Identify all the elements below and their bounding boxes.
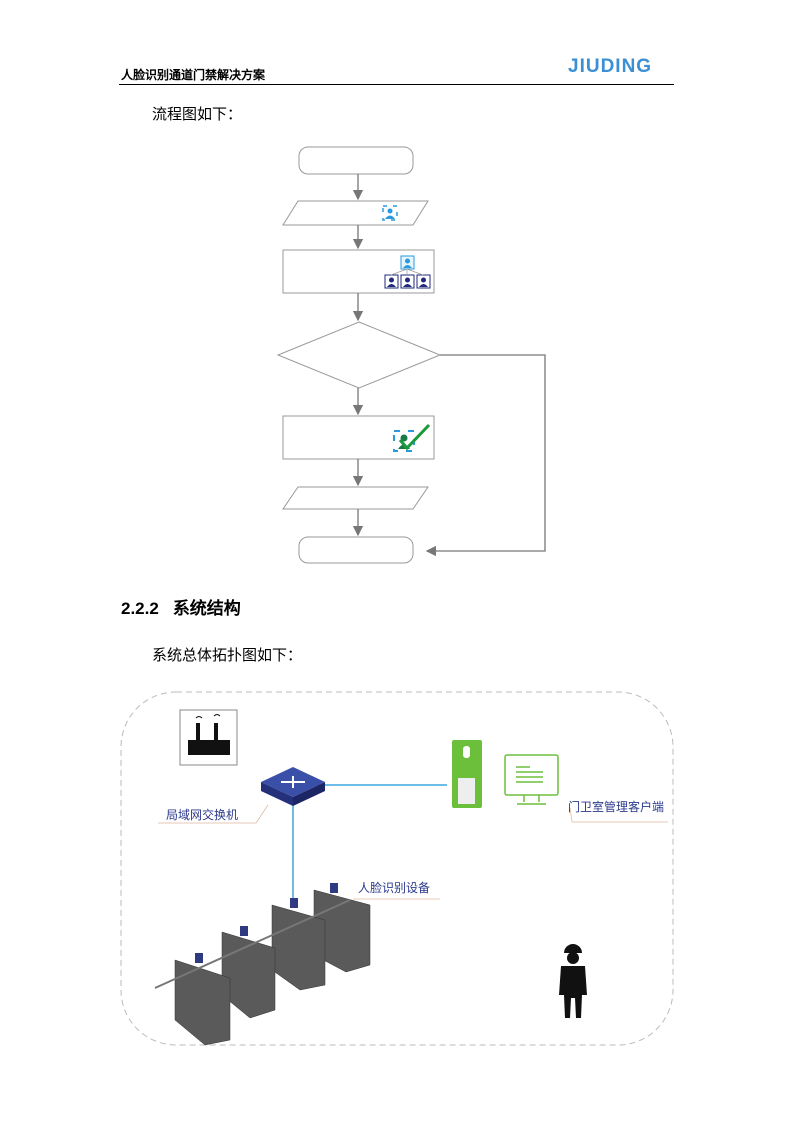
face-verified-icon <box>393 423 431 452</box>
network-switch-icon <box>261 767 325 806</box>
device-label: 人脸识别设备 <box>358 881 431 895</box>
company-logo: JIUDING <box>568 56 653 77</box>
turnstile-gates <box>154 883 371 1046</box>
face-scan-icon <box>382 205 398 221</box>
face-match-icon <box>384 255 431 289</box>
section-heading: 2.2.2 系统结构 <box>121 594 241 619</box>
monitor-icon <box>504 754 559 805</box>
flow-end <box>298 536 414 564</box>
client-label: 门卫室管理客户端 <box>568 800 665 814</box>
section-title: 系统结构 <box>172 599 241 618</box>
factory-icon <box>179 709 238 766</box>
worker-icon <box>559 944 587 1018</box>
section-number: 2.2.2 <box>121 599 159 618</box>
switch-label: 局域网交换机 <box>166 808 239 822</box>
flow-start <box>298 146 414 175</box>
server-icon <box>452 740 482 808</box>
flow-output <box>282 486 429 510</box>
flowchart-intro: 流程图如下： <box>152 105 243 123</box>
flow-decision <box>276 321 442 389</box>
header-divider <box>119 84 674 85</box>
header-title: 人脸识别通道门禁解决方案 <box>121 68 266 82</box>
flow-input <box>282 200 429 226</box>
topology-intro: 系统总体拓扑图如下： <box>152 646 303 664</box>
